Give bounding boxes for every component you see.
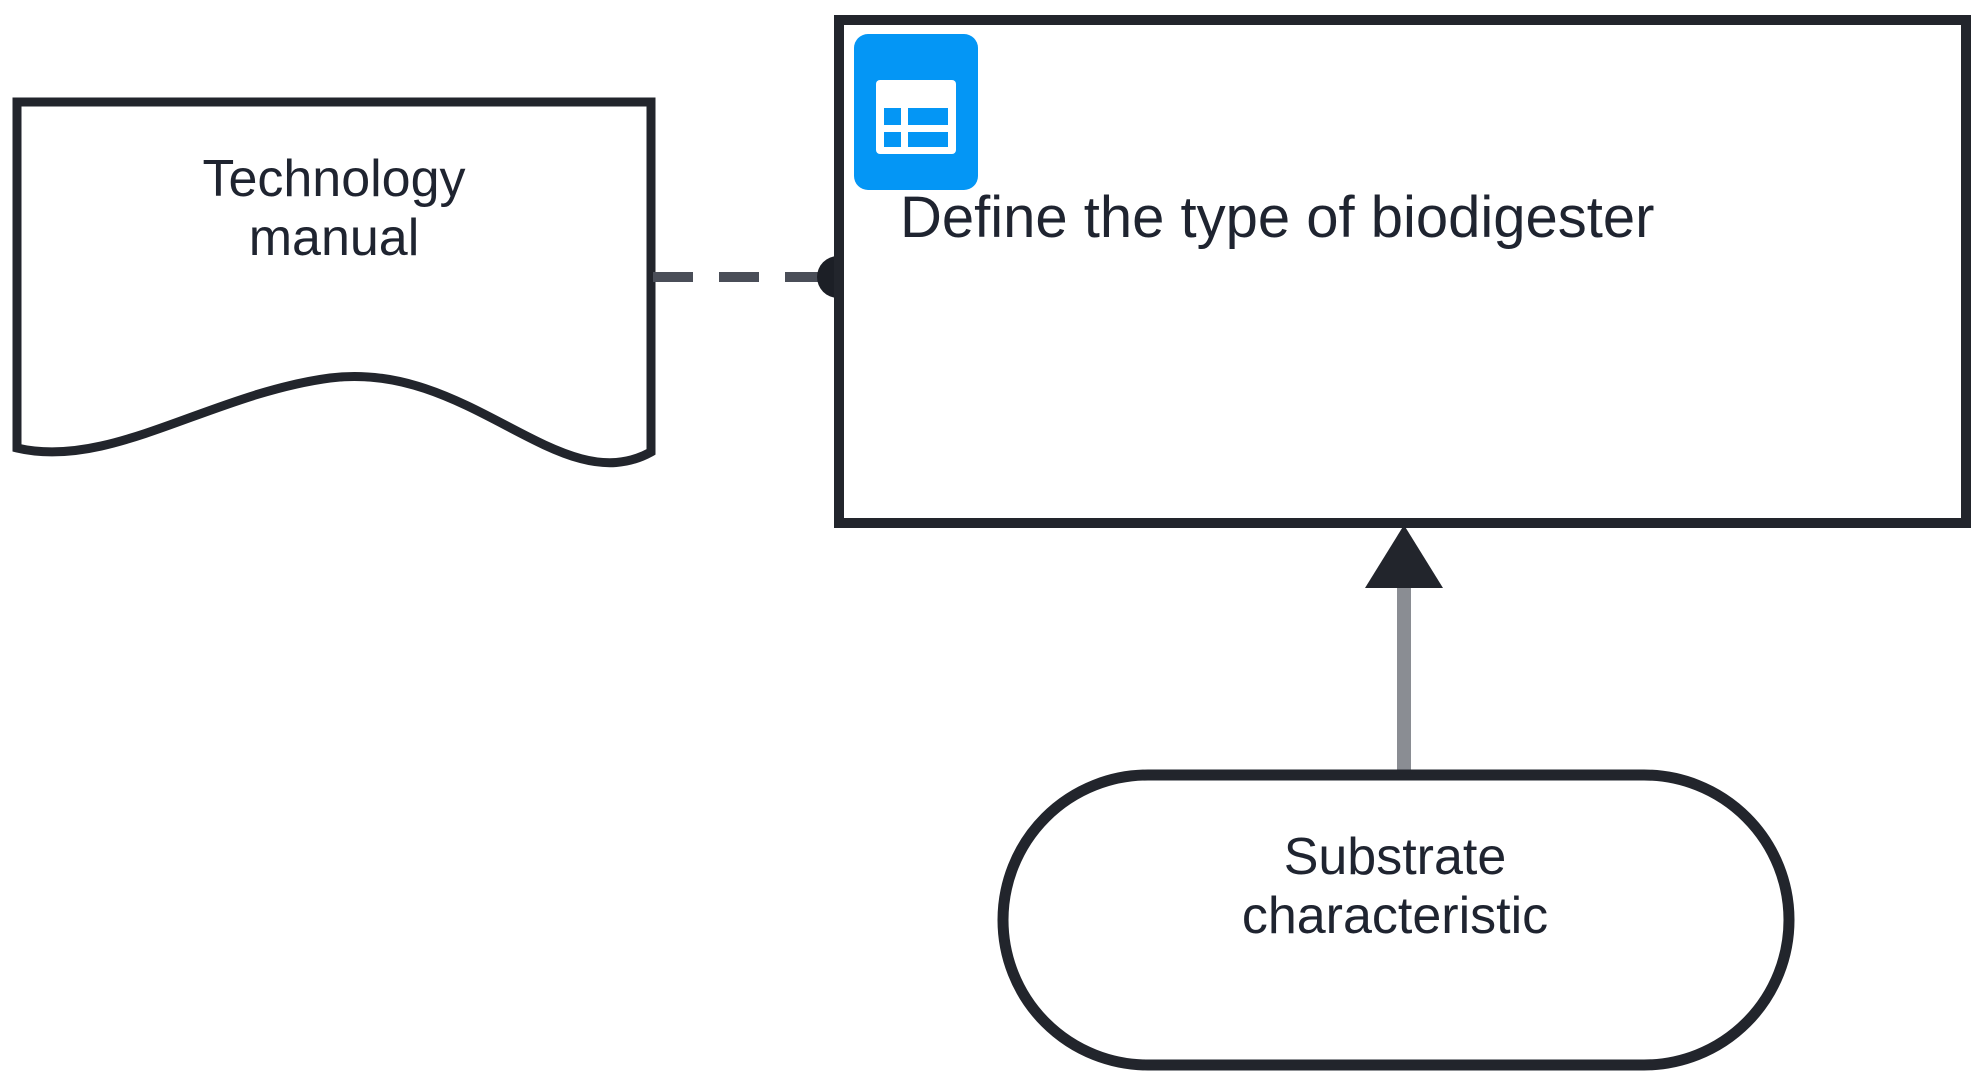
icon-row1-bar <box>908 108 948 125</box>
icon-header-row <box>882 86 950 104</box>
input-flow-arrow[interactable] <box>1365 525 1443 772</box>
substrate-characteristic-node[interactable] <box>997 769 1795 1071</box>
list-table-icon[interactable] <box>854 34 978 190</box>
icon-row1-cell <box>884 108 901 125</box>
technology-manual-document[interactable] <box>12 97 656 468</box>
icon-row2-bar <box>908 132 948 147</box>
stadium-shape <box>997 769 1795 1071</box>
define-biodigester-task[interactable] <box>834 15 1971 528</box>
arrowhead-icon <box>1365 525 1443 588</box>
task-rectangle <box>834 15 1971 528</box>
icon-row2-cell <box>884 132 901 147</box>
document-shape <box>12 97 656 468</box>
dashed-association-connector[interactable] <box>653 256 859 298</box>
